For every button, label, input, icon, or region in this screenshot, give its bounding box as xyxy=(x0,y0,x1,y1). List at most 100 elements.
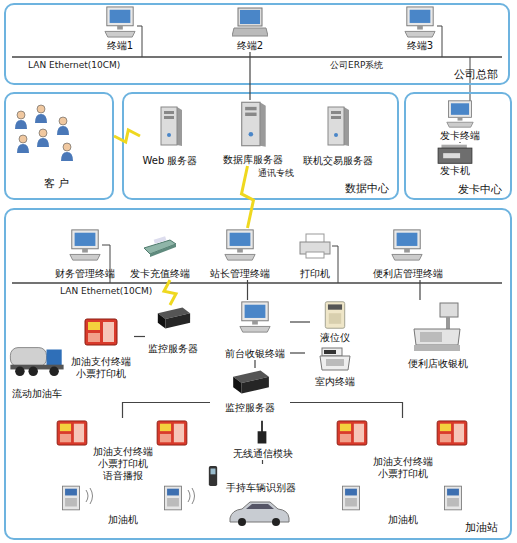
cash-register-icon xyxy=(320,348,350,370)
wireless-link xyxy=(164,280,176,305)
device-label: 加油机 xyxy=(40,514,205,526)
region-heading: 客 户 xyxy=(44,178,70,190)
device-node: 加油支付终端 小票打印机 xyxy=(68,318,134,380)
device-node: 室内终端 xyxy=(305,346,365,388)
payment-terminal-icon xyxy=(437,421,467,445)
device-node: 加油机 xyxy=(40,484,205,526)
device-label: 手持车辆识别器 xyxy=(205,482,300,494)
region-heading: 加油站 xyxy=(465,522,498,534)
wire-link xyxy=(290,403,403,419)
network-label: LAN Ethernet(10CM) xyxy=(28,60,120,71)
device-node: 液位仪 xyxy=(310,300,360,344)
pos-icon xyxy=(414,303,460,351)
device-node: 终端1 xyxy=(95,6,145,52)
device-label: 发卡机 xyxy=(410,165,500,177)
device-node: 数据库服务器 xyxy=(220,100,285,166)
device-node: 打印机 xyxy=(290,228,340,280)
device-node: 发卡机 xyxy=(410,143,500,177)
device-label: 液位仪 xyxy=(310,332,360,344)
server-icon xyxy=(242,102,266,147)
wire-link xyxy=(254,360,255,368)
payment-terminal-icon xyxy=(57,421,87,445)
computer-icon xyxy=(105,7,135,37)
device-node: 加油支付终端 小票打印机 xyxy=(320,418,485,480)
level-gauge-icon xyxy=(325,302,344,328)
region-heading: 数据中心 xyxy=(345,183,389,195)
payment-terminal-icon xyxy=(337,421,367,445)
device-node: 监控服务器 xyxy=(210,368,290,414)
monitor-server-icon xyxy=(158,308,190,329)
device-label: 室内终端 xyxy=(305,376,365,388)
sound-wave xyxy=(188,488,195,504)
person-icon xyxy=(35,105,47,123)
device-label: 终端3 xyxy=(395,40,445,52)
device-label: 发卡充值终端 xyxy=(125,268,195,280)
payment-terminal-icon xyxy=(85,319,117,345)
device-node: 监控服务器 xyxy=(145,305,200,355)
device-node: 加油机 xyxy=(320,484,485,526)
wireless-link xyxy=(242,166,254,228)
person-icon xyxy=(57,117,69,135)
server-icon xyxy=(161,107,182,146)
device-node: 联机交易服务器 xyxy=(300,105,375,167)
wire-link xyxy=(249,52,250,100)
dispenser-icon xyxy=(165,486,182,510)
device-label: 无线通信模块 xyxy=(225,448,300,460)
device-label: 便利店管理终端 xyxy=(370,268,445,280)
card-reader-icon xyxy=(144,236,176,257)
dispenser-icon xyxy=(343,486,360,510)
wire-link xyxy=(123,403,211,419)
card-machine-icon xyxy=(438,145,472,164)
region-box: 加油站财务管理终端发卡充值终端站长管理终端打印机便利店管理终端监控服务器加油支付… xyxy=(4,208,512,540)
wire-link xyxy=(262,460,263,464)
device-label: 加油支付终端 小票打印机 xyxy=(367,456,439,480)
server-icon xyxy=(328,107,349,146)
lan-bus xyxy=(12,56,502,58)
device-label: 发卡终端 xyxy=(420,130,500,142)
link-label: 通讯专线 xyxy=(258,168,294,179)
lan-bus xyxy=(12,282,502,284)
device-label: 打印机 xyxy=(290,268,340,280)
device-node: 便利店收银机 xyxy=(395,300,480,370)
region-box: 数据中心 Web 服务器 数据库服务器 联机交易服务器 xyxy=(122,92,399,200)
device-label: 数据库服务器 xyxy=(220,154,285,166)
region-heading: 公司总部 xyxy=(454,69,498,81)
device-label: 监控服务器 xyxy=(145,343,200,355)
region-box: 发卡中心发卡终端发卡机 xyxy=(404,92,512,200)
device-label: 加油支付终端 小票打印机 xyxy=(68,356,134,380)
device-node: 便利店管理终端 xyxy=(370,228,445,280)
computer-icon xyxy=(225,230,255,260)
person-icon xyxy=(37,129,49,147)
person-icon xyxy=(61,143,73,161)
device-node: 财务管理终端 xyxy=(50,228,120,280)
computer-icon xyxy=(392,230,422,260)
device-label: 前台收银终端 xyxy=(220,348,290,360)
computer-icon xyxy=(405,7,435,37)
device-label: 监控服务器 xyxy=(210,402,290,414)
antenna-icon xyxy=(258,421,267,444)
device-label: 终端2 xyxy=(225,40,275,52)
wire-link xyxy=(290,352,305,353)
laptop-icon xyxy=(232,8,268,36)
computer-icon xyxy=(70,230,100,260)
device-node: 发卡终端 xyxy=(420,100,500,142)
device-node: 终端2 xyxy=(225,6,275,52)
device-label: Web 服务器 xyxy=(140,155,200,167)
monitor-server-icon xyxy=(233,370,269,393)
device-node: 发卡充值终端 xyxy=(125,228,195,280)
printer-icon xyxy=(300,234,330,258)
device-label: 站长管理终端 xyxy=(205,268,275,280)
device-label: 流动加油车 xyxy=(8,388,66,400)
network-label: LAN Ethernet(10CM) xyxy=(60,286,152,297)
car-icon xyxy=(230,502,289,526)
device-node: 流动加油车 xyxy=(8,340,66,400)
device-label: 便利店收银机 xyxy=(395,358,480,370)
device-node: 终端3 xyxy=(395,6,445,52)
wire xyxy=(137,26,142,57)
device-label: 联机交易服务器 xyxy=(300,155,375,167)
person-icon xyxy=(17,135,29,153)
network-label: 公司ERP系统 xyxy=(330,60,383,71)
payment-terminal-icon xyxy=(157,421,187,445)
device-label: 加油支付终端 小票打印机 语音播报 xyxy=(87,446,159,482)
device-label: 财务管理终端 xyxy=(50,268,120,280)
